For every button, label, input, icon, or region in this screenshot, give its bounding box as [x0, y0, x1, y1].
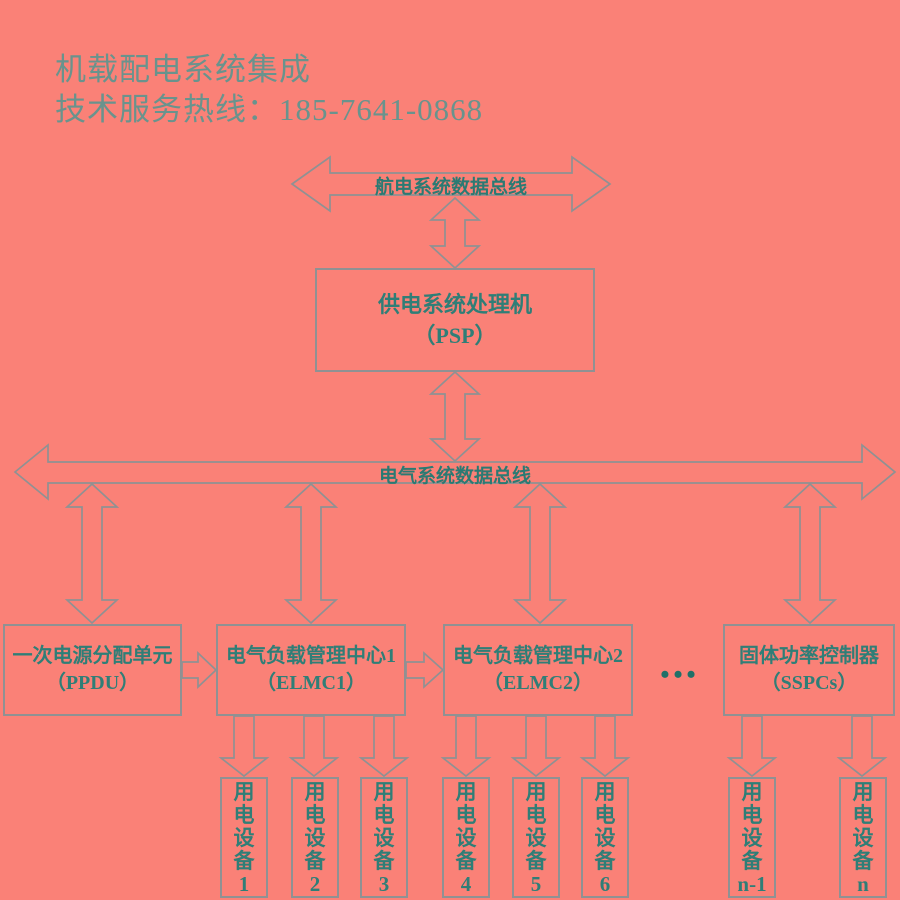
- psp-box: 供电系统处理机 （PSP）: [315, 268, 595, 372]
- ppdu-bus-double-arrow-icon: [67, 484, 117, 623]
- ppdu-box: 一次电源分配单元 （PPDU）: [3, 624, 182, 716]
- psp-bottom-double-arrow-icon: [431, 372, 479, 461]
- equipment-box-1: 用 电 设 备 1: [220, 777, 268, 898]
- service-hotline-text: 技术服务热线：185-7641-0868: [55, 92, 484, 127]
- ellipsis-dots: •••: [660, 660, 700, 689]
- elmc2-box: 电气负载管理中心2 （ELMC2）: [443, 624, 633, 716]
- elmc1-box-label: 电气负载管理中心1 （ELMC1）: [226, 645, 396, 694]
- psp-box-label: 供电系统处理机 （PSP）: [377, 292, 532, 348]
- elmc1-to-elmc2-arrow-icon: [406, 653, 443, 687]
- equipment-box-4: 用 电 设 备 4: [442, 777, 490, 898]
- down-arrow-equipment-2-icon: [291, 716, 337, 776]
- down-arrow-equipment-1-icon: [221, 716, 267, 776]
- electrical-bus-label: 电气系统数据总线: [378, 466, 531, 487]
- down-arrow-equipment-3-icon: [361, 716, 407, 776]
- equipment-box-n: 用 电 设 备 n: [839, 777, 887, 898]
- page-title: 机载配电系统集成: [55, 52, 311, 87]
- sspcs-box-label: 固体功率控制器 （SSPCs）: [739, 645, 879, 694]
- psp-top-double-arrow-icon: [431, 198, 479, 268]
- down-arrow-equipment-n1-icon: [729, 716, 775, 776]
- equipment-box-3: 用 电 设 备 3: [360, 777, 408, 898]
- elmc2-bus-double-arrow-icon: [515, 484, 565, 623]
- equipment-box-5: 用 电 设 备 5: [512, 777, 560, 898]
- ppdu-to-elmc1-arrow-icon: [182, 653, 216, 687]
- equipment-box-2: 用 电 设 备 2: [291, 777, 339, 898]
- elmc2-box-label: 电气负载管理中心2 （ELMC2）: [453, 645, 623, 694]
- equipment-box-6: 用 电 设 备 6: [581, 777, 629, 898]
- avionics-bus-label: 航电系统数据总线: [374, 177, 527, 198]
- sspcs-box: 固体功率控制器 （SSPCs）: [723, 624, 895, 716]
- elmc1-bus-double-arrow-icon: [286, 484, 336, 623]
- avionics-bus-double-arrow-icon: [292, 157, 610, 211]
- elmc1-box: 电气负载管理中心1 （ELMC1）: [216, 624, 406, 716]
- down-arrow-equipment-n-icon: [839, 716, 885, 776]
- down-arrow-equipment-5-icon: [513, 716, 559, 776]
- equipment-box-n1: 用 电 设 备 n-1: [728, 777, 776, 898]
- electrical-bus-double-arrow-icon: [15, 445, 895, 499]
- down-arrow-equipment-6-icon: [582, 716, 628, 776]
- sspcs-bus-double-arrow-icon: [785, 484, 835, 623]
- down-arrow-equipment-4-icon: [443, 716, 489, 776]
- ppdu-box-label: 一次电源分配单元 （PPDU）: [12, 645, 173, 694]
